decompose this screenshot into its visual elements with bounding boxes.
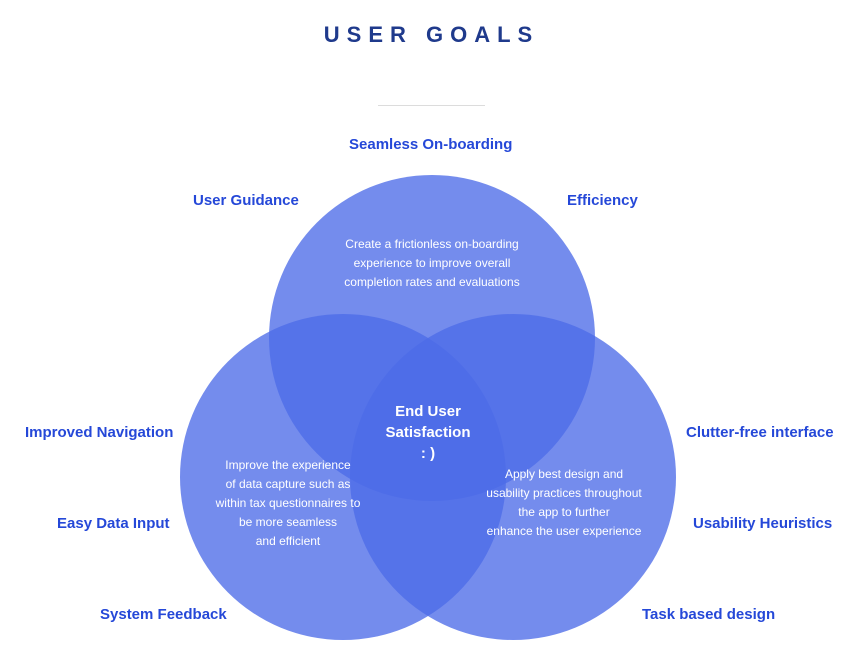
description-top-line: completion rates and evaluations xyxy=(344,275,520,289)
title-divider xyxy=(378,105,485,106)
goal-system-feedback: System Feedback xyxy=(100,606,227,623)
goal-improved-navigation: Improved Navigation xyxy=(25,424,174,441)
description-left-line: and efficient xyxy=(255,534,321,548)
center-line-1: End User xyxy=(395,403,461,420)
center-line-3: : ) xyxy=(420,445,436,462)
description-right-line: usability practices throughout xyxy=(486,486,642,500)
description-left-line: of data capture such as xyxy=(225,477,351,491)
description-left-line: be more seamless xyxy=(238,515,338,529)
goal-easy-data-input: Easy Data Input xyxy=(57,515,170,532)
description-right: Apply best design and usability practice… xyxy=(464,465,664,541)
venn-circle-right xyxy=(350,314,676,640)
page-title: USER GOALS xyxy=(323,22,540,47)
goal-seamless-onboarding: Seamless On-boarding xyxy=(349,136,513,153)
goal-user-guidance: User Guidance xyxy=(193,192,299,209)
goal-efficiency: Efficiency xyxy=(567,192,638,209)
description-left: Improve the experience of data capture s… xyxy=(198,456,378,551)
description-right-line: the app to further xyxy=(518,505,610,519)
description-left-line: within tax questionnaires to xyxy=(215,496,361,510)
center-label: End User Satisfaction : ) xyxy=(363,401,493,464)
description-right-line: Apply best design and xyxy=(504,467,624,481)
description-top: Create a frictionless on-boarding experi… xyxy=(312,235,552,292)
center-line-2: Satisfaction xyxy=(385,424,471,441)
description-left-line: Improve the experience xyxy=(225,458,351,472)
goal-clutter-free-interface: Clutter-free interface xyxy=(686,424,834,441)
description-top-line: Create a frictionless on-boarding xyxy=(345,237,519,251)
description-top-line: experience to improve overall xyxy=(353,256,511,270)
description-right-line: enhance the user experience xyxy=(486,524,642,538)
goal-task-based-design: Task based design xyxy=(642,606,776,623)
goal-usability-heuristics: Usability Heuristics xyxy=(693,515,833,532)
